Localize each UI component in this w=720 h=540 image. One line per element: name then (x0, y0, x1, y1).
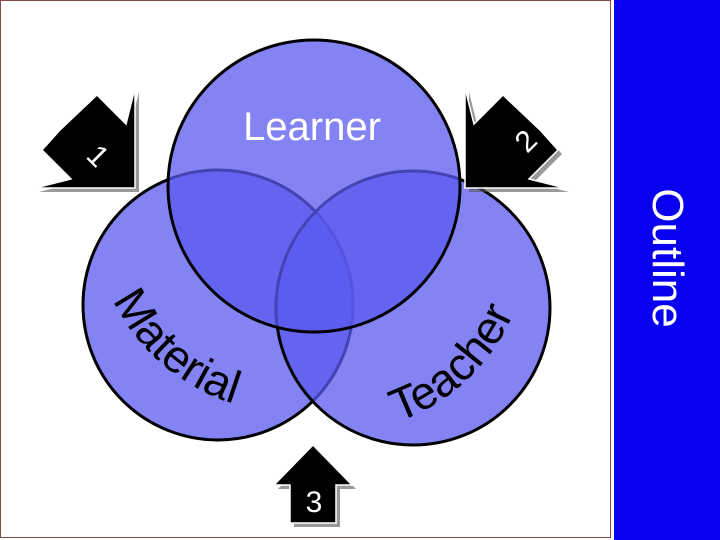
sidebar-panel: Outline (614, 0, 720, 540)
circle-learner (166, 38, 462, 334)
learner-label: Learner (243, 105, 381, 149)
arrow-2-icon: 2 (464, 87, 569, 192)
arrow-3-icon: 3 (272, 443, 356, 527)
arrow-1-icon: 1 (34, 87, 139, 192)
slide-border (0, 0, 611, 538)
sidebar-title: Outline (643, 188, 692, 328)
arrow-3-label: 3 (306, 486, 323, 519)
